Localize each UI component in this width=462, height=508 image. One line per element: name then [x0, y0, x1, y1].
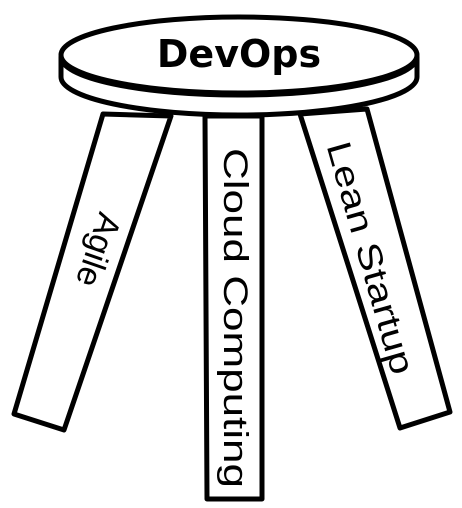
- stool-seat: DevOps: [58, 14, 420, 118]
- seat-top: [58, 14, 420, 96]
- center-leg-label: Cloud Computing: [216, 148, 254, 488]
- left-leg: [11, 111, 174, 433]
- seat-label: DevOps: [157, 32, 321, 76]
- stool-legs: [11, 106, 453, 502]
- right-leg: [297, 106, 453, 431]
